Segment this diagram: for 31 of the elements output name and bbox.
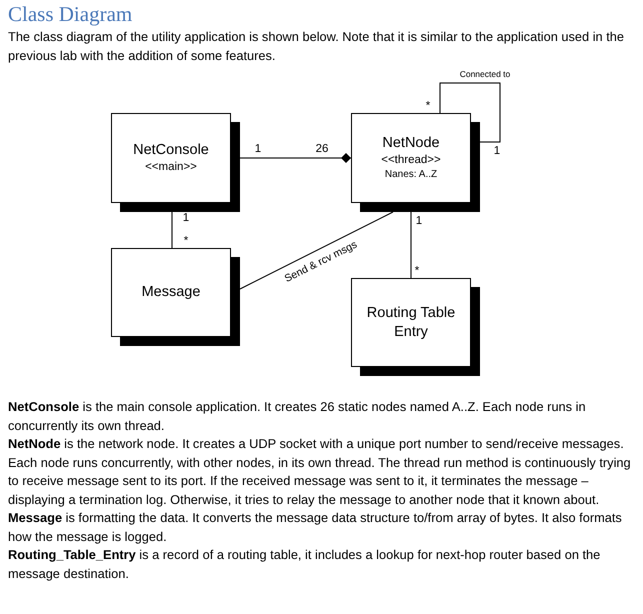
class-box: [111, 248, 240, 346]
class-name: NetConsole: [133, 141, 209, 160]
edge-label: Connected to: [460, 68, 510, 80]
class-box: [351, 278, 480, 376]
description-paragraph: Routing_Table_Entry is a record of a routing table, it includes a lookup for next-hop router based on the message destination.: [8, 546, 602, 583]
description-paragraph: NetConsole is the main console application. It creates 26 static nodes named A..Z. Each node runs in concurrently its own thread.: [8, 398, 587, 435]
multiplicity-label: *: [414, 265, 420, 277]
multiplicity-label: 1: [494, 145, 500, 157]
class-box: [111, 113, 240, 212]
description-paragraph: NetNode is the network node. It creates a UDP socket with a unique port number to send/receive messages. Each node runs concurrently, with other nodes, in its own thread. The thread run method is continuously trying to receive message sent to its port. If the received message was sent to it, it terminates the message – displaying a termination log. Otherwise, it tries to relay the message to another node that it known about.: [8, 435, 632, 509]
multiplicity-label: 1: [416, 215, 422, 227]
class-name: Routing Table Entry: [366, 304, 456, 342]
association-line: [240, 212, 394, 290]
self-association-line: [440, 82, 500, 142]
heading: Class Diagram: [8, 2, 132, 26]
class-name: NetNode: [382, 134, 440, 153]
multiplicity-label: 1: [254, 143, 262, 155]
multiplicity-label: 1: [182, 212, 190, 224]
edge-label: Send & rcv msgs: [282, 238, 360, 286]
multiplicity-label: *: [184, 235, 188, 247]
multiplicity-label: *: [426, 100, 430, 112]
class-name: Message: [142, 283, 200, 302]
class-box: [351, 113, 480, 212]
description-paragraph: Message is formatting the data. It converts the message data structure to/from array of bytes. It also formats how the message is logged.: [8, 509, 623, 546]
multiplicity-label: 26: [316, 143, 328, 155]
stereotype-label: <<main>>: [145, 160, 197, 175]
composition-line: [240, 153, 352, 163]
association-line: [410, 212, 412, 278]
attribute-label: Nanes: A..Z: [384, 168, 438, 182]
intro-paragraph: The class diagram of the utility application is shown below. Note that it is similar to the application used in the previous lab with the addition of some features.: [8, 28, 625, 65]
stereotype-label: <<thread>>: [381, 153, 441, 168]
